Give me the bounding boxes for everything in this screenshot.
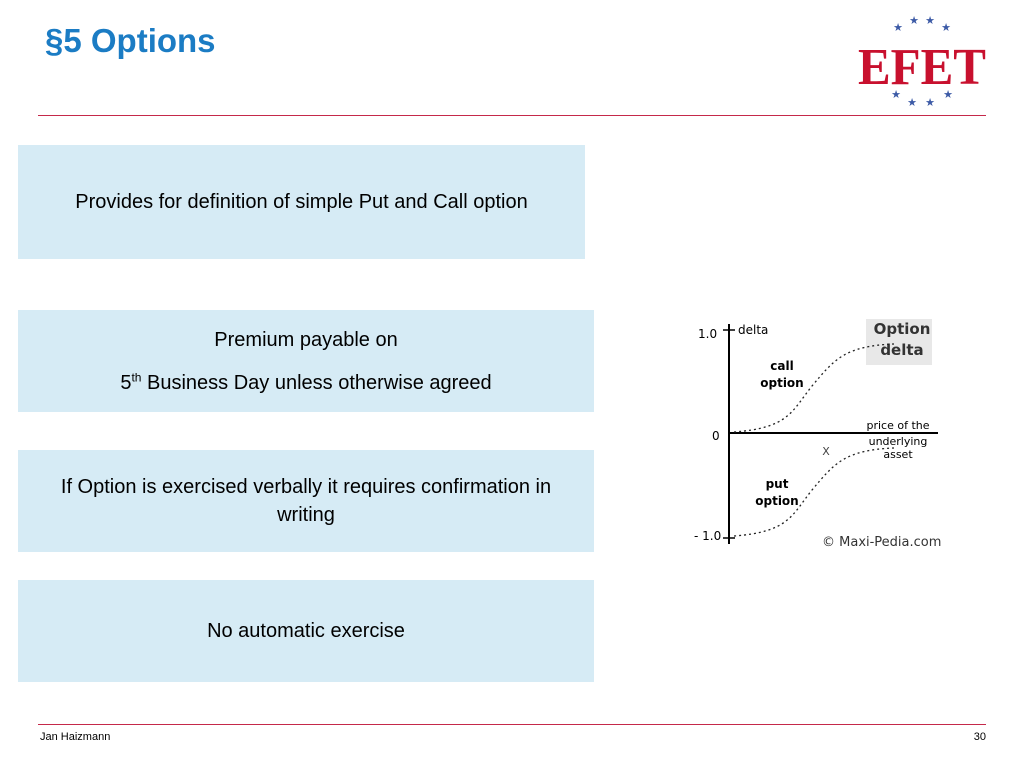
premium-line2: 5th Business Day unless otherwise agreed (120, 370, 492, 394)
exercise-box: If Option is exercised verbally it requi… (18, 450, 594, 552)
y-tick-top: 1.0 (698, 327, 717, 341)
exercise-text: If Option is exercised verbally it requi… (60, 476, 552, 526)
call-delta-curve (733, 343, 895, 433)
efet-logo: ★ ★ ★ ★ ★ ★ ★ ★ EFET (858, 14, 986, 109)
page-number: 30 (973, 731, 986, 743)
svg-text:★: ★ (907, 96, 917, 109)
figure-title-shadow (866, 319, 932, 365)
y-axis-label: delta (738, 323, 768, 337)
x-axis-label-line1: price of the (866, 419, 929, 432)
slide-title: §5 Options (45, 22, 216, 59)
footer-author: Jan Haizmann (40, 731, 111, 743)
put-label-line1: put (766, 477, 789, 491)
premium-line1: Premium payable on (214, 329, 398, 351)
call-label-line1: call (770, 359, 793, 373)
option-delta-figure: 1.0 0 - 1.0 delta Option delta call opti… (694, 316, 958, 554)
figure-title-line1: Option (874, 320, 931, 338)
svg-text:★: ★ (943, 88, 953, 101)
x-axis-label-line2: underlying (869, 435, 928, 448)
strike-label: X (822, 445, 830, 458)
footer-rule (38, 724, 986, 725)
logo-stars: ★ ★ ★ ★ ★ ★ ★ ★ (891, 14, 953, 109)
svg-text:★: ★ (893, 21, 903, 34)
put-label-line2: option (755, 494, 798, 508)
call-label-line2: option (760, 376, 803, 390)
y-tick-mid: 0 (712, 429, 720, 443)
automatic-exercise-text: No automatic exercise (207, 620, 405, 642)
automatic-exercise-box: No automatic exercise (18, 580, 594, 682)
premium-box: Premium payable on 5th Business Day unle… (18, 310, 594, 412)
figure-credit: © Maxi-Pedia.com (822, 535, 941, 550)
y-tick-bottom: - 1.0 (694, 529, 721, 543)
definition-box: Provides for definition of simple Put an… (18, 145, 585, 259)
put-delta-curve (733, 447, 895, 537)
logo-text: EFET (858, 39, 986, 96)
header-rule (38, 115, 986, 116)
figure-title-line2: delta (880, 341, 923, 359)
svg-text:★: ★ (925, 96, 935, 109)
svg-text:★: ★ (891, 88, 901, 101)
svg-text:★: ★ (909, 14, 919, 27)
svg-text:★: ★ (941, 21, 951, 34)
definition-text: Provides for definition of simple Put an… (75, 191, 528, 213)
svg-text:★: ★ (925, 14, 935, 27)
x-axis-label-line3: asset (883, 448, 913, 461)
